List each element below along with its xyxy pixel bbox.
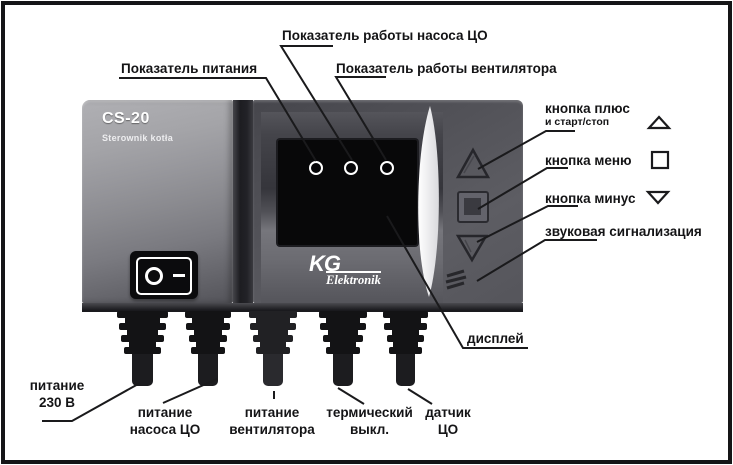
fan-indicator-label: Показатель работы вентилятора	[336, 61, 557, 76]
device-panel-divider	[233, 100, 253, 303]
leader-sensor	[407, 388, 433, 405]
fan-power-label: питание вентилятора	[229, 405, 315, 437]
power-indicator-label: Показатель питания	[121, 61, 258, 76]
triangle-down-icon	[645, 190, 671, 205]
thermal-switch-label: термический выкл.	[326, 405, 413, 437]
cable-gland-fan	[249, 311, 297, 386]
square-icon	[650, 150, 670, 170]
cable-gland-thermal	[319, 311, 367, 386]
model-name: CS-20	[102, 110, 150, 127]
leader-thermal	[337, 387, 365, 405]
cable-gland-sensor	[383, 311, 428, 386]
brand-logo-sub: Elektronik	[326, 271, 381, 287]
switch-on-icon	[173, 274, 185, 277]
pump-indicator-label: Показатель работы насоса ЦО	[282, 28, 488, 43]
cable	[396, 354, 415, 386]
cable-gland-pump	[185, 311, 231, 386]
power-230v-label: питание 230 В	[29, 378, 85, 410]
display-label: дисплей	[467, 331, 524, 346]
display-screen	[278, 140, 417, 245]
switch-off-icon	[145, 267, 163, 285]
cable	[131, 354, 154, 386]
cable	[332, 354, 354, 386]
cable-gland-power-230v	[117, 311, 168, 386]
cable	[262, 354, 284, 386]
triangle-up-icon	[646, 115, 672, 130]
device-base-edge	[82, 303, 523, 312]
pump-power-label: питание насоса ЦО	[129, 405, 201, 437]
plus-button-label: кнопка плюс	[545, 101, 630, 116]
cable	[198, 354, 218, 386]
sound-alarm-label: звуковая сигнализация	[545, 224, 702, 239]
plus-button-sublabel: и старт/стоп	[545, 116, 610, 128]
minus-button-label: кнопка минус	[545, 191, 636, 206]
sensor-label: датчик ЦО	[425, 405, 471, 437]
model-subtitle: Sterownik kotła	[102, 133, 174, 143]
menu-button-label: кнопка меню	[545, 153, 632, 168]
